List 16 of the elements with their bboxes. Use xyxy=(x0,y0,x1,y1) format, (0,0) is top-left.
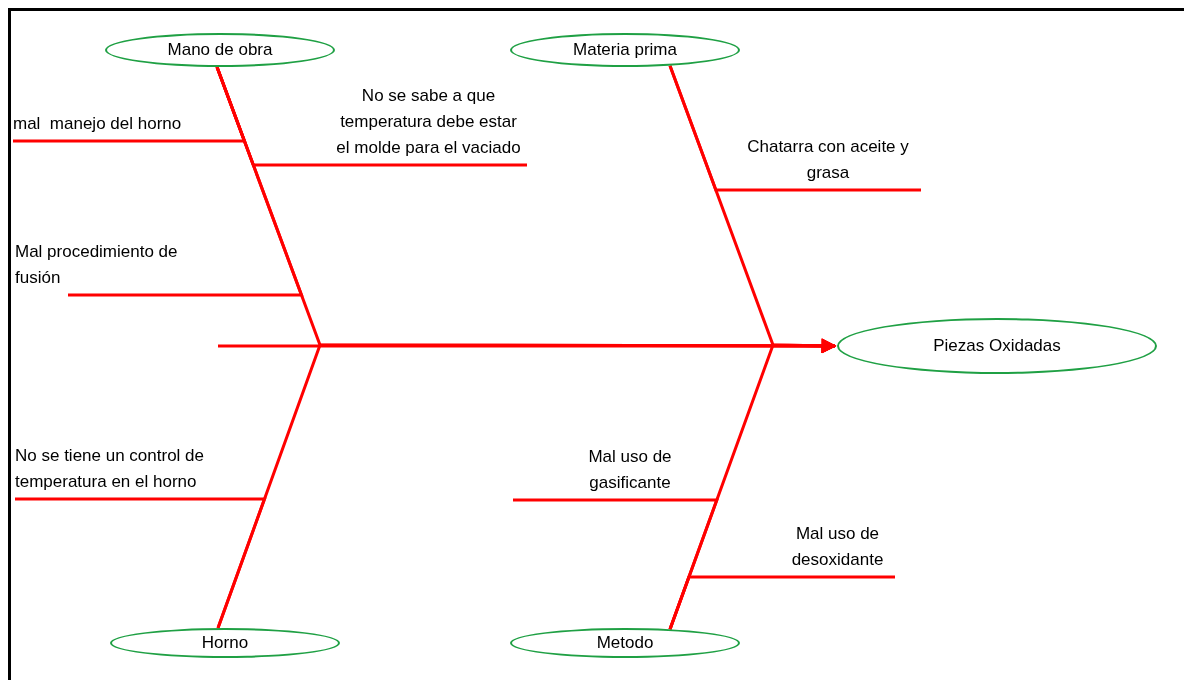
cause-line xyxy=(68,66,304,297)
category-ellipse: Horno xyxy=(110,628,340,658)
cause-line xyxy=(668,575,895,630)
category-ellipse: Piezas Oxidadas xyxy=(837,318,1157,374)
cause-text: No se sabe a que temperatura debe estar el molde para el vaciado xyxy=(335,85,522,159)
cause-line xyxy=(668,65,921,192)
cause-text: Mal procedimiento de fusión xyxy=(15,241,179,289)
cause-text: Chatarra con aceite y grasa xyxy=(746,136,910,184)
cause-text: mal manejo del horno xyxy=(13,113,182,135)
cause-text: Mal uso de gasificante xyxy=(587,446,673,494)
cause-line xyxy=(15,497,267,629)
cause-text: No se tiene un control de temperatura en el horno xyxy=(15,445,205,493)
category-ellipse: Materia prima xyxy=(510,33,740,67)
cause-text: Mal uso de desoxidante xyxy=(790,523,885,571)
category-ellipse: Metodo xyxy=(510,628,740,658)
category-ellipse: Mano de obra xyxy=(105,33,335,67)
